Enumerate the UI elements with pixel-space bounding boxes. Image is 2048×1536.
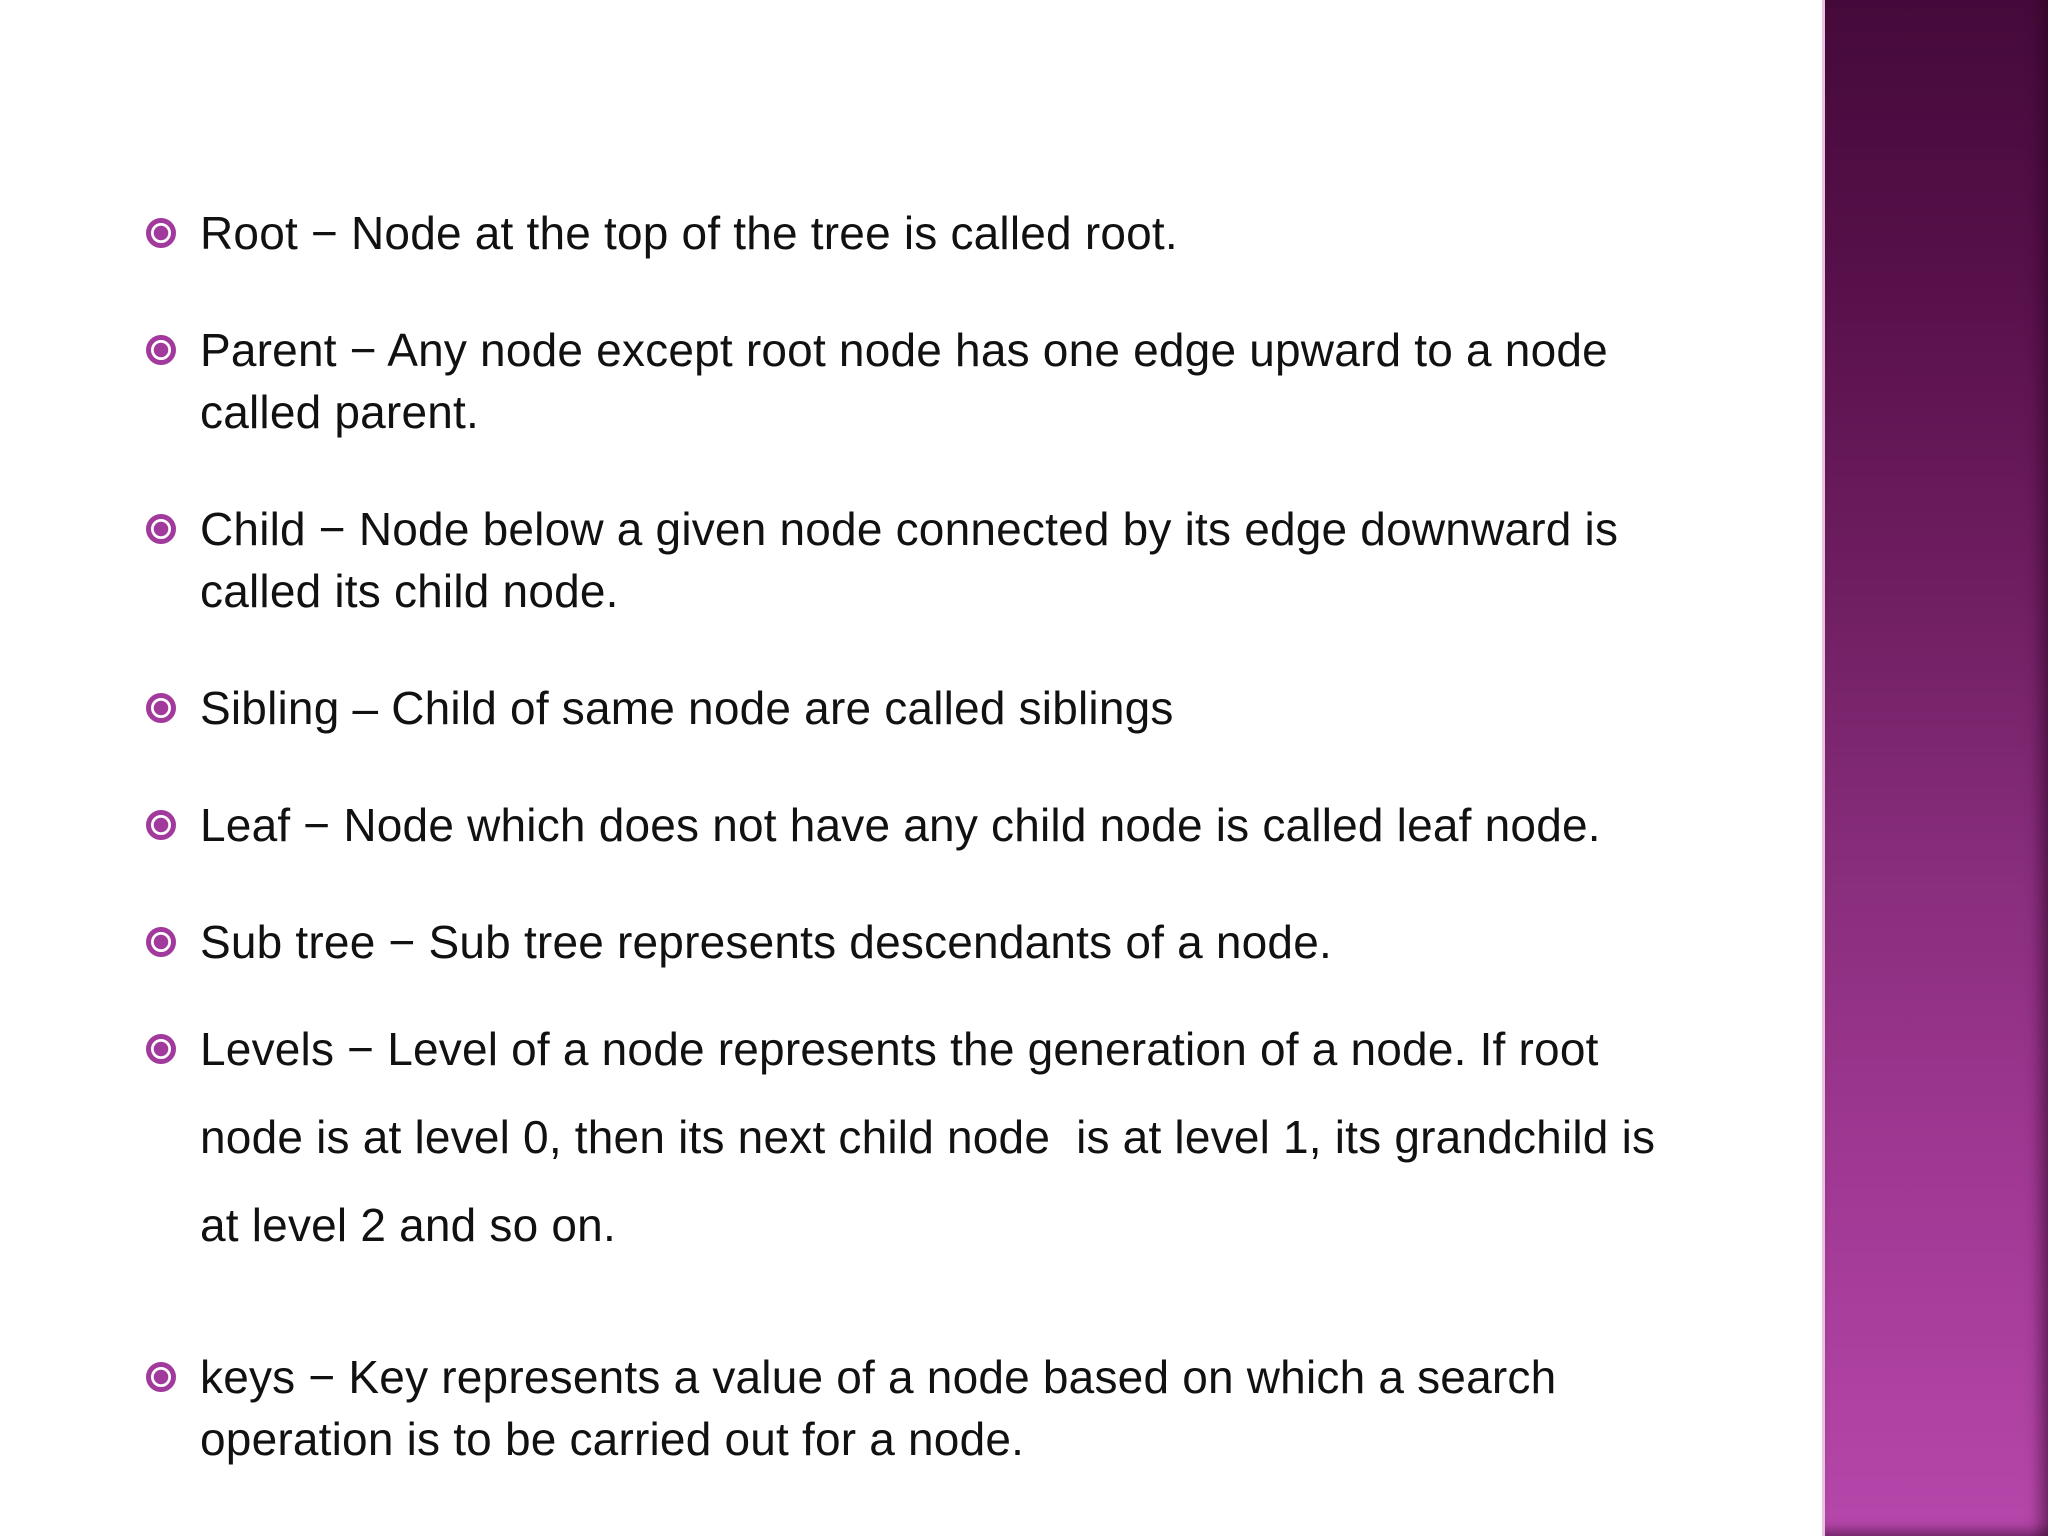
bullet-line: keys − Key represents a value of a node …	[200, 1351, 1557, 1403]
target-bullet-icon	[146, 335, 176, 365]
bullet-line: Parent − Any node except root node has o…	[200, 324, 1608, 376]
target-bullet-icon	[146, 218, 176, 248]
list-item-leaf: Leaf − Node which does not have any chil…	[146, 794, 1794, 856]
bullet-line: Levels − Level of a node represents the …	[200, 1023, 1599, 1075]
list-item-root: Root − Node at the top of the tree is ca…	[146, 202, 1794, 264]
bullet-line: called its child node.	[200, 565, 619, 617]
definition-list: Root − Node at the top of the tree is ca…	[146, 202, 1794, 1525]
list-item-sibling: Sibling – Child of same node are called …	[146, 677, 1794, 739]
bullet-line: Root − Node at the top of the tree is ca…	[200, 207, 1178, 259]
gradient-accent-bar	[1822, 0, 2048, 1536]
bullet-line: Sub tree − Sub tree represents descendan…	[200, 916, 1332, 968]
bullet-line: called parent.	[200, 386, 479, 438]
list-item-child: Child − Node below a given node connecte…	[146, 498, 1794, 622]
bullet-line: Child − Node below a given node connecte…	[200, 503, 1619, 555]
target-bullet-icon	[146, 693, 176, 723]
target-bullet-icon	[146, 810, 176, 840]
target-bullet-icon	[146, 1362, 176, 1392]
list-item-parent: Parent − Any node except root node has o…	[146, 319, 1794, 443]
bullet-line: node is at level 0, then its next child …	[200, 1111, 1656, 1163]
target-bullet-icon	[146, 514, 176, 544]
target-bullet-icon	[146, 927, 176, 957]
bullet-line: at level 2 and so on.	[200, 1199, 616, 1251]
list-item-levels: Levels − Level of a node represents the …	[146, 1005, 1794, 1269]
list-item-keys: keys − Key represents a value of a node …	[146, 1346, 1794, 1470]
target-bullet-icon	[146, 1034, 176, 1064]
list-item-subtree: Sub tree − Sub tree represents descendan…	[146, 911, 1794, 973]
bullet-line: operation is to be carried out for a nod…	[200, 1413, 1025, 1465]
bullet-line: Sibling – Child of same node are called …	[200, 682, 1174, 734]
bullet-line: Leaf − Node which does not have any chil…	[200, 799, 1601, 851]
